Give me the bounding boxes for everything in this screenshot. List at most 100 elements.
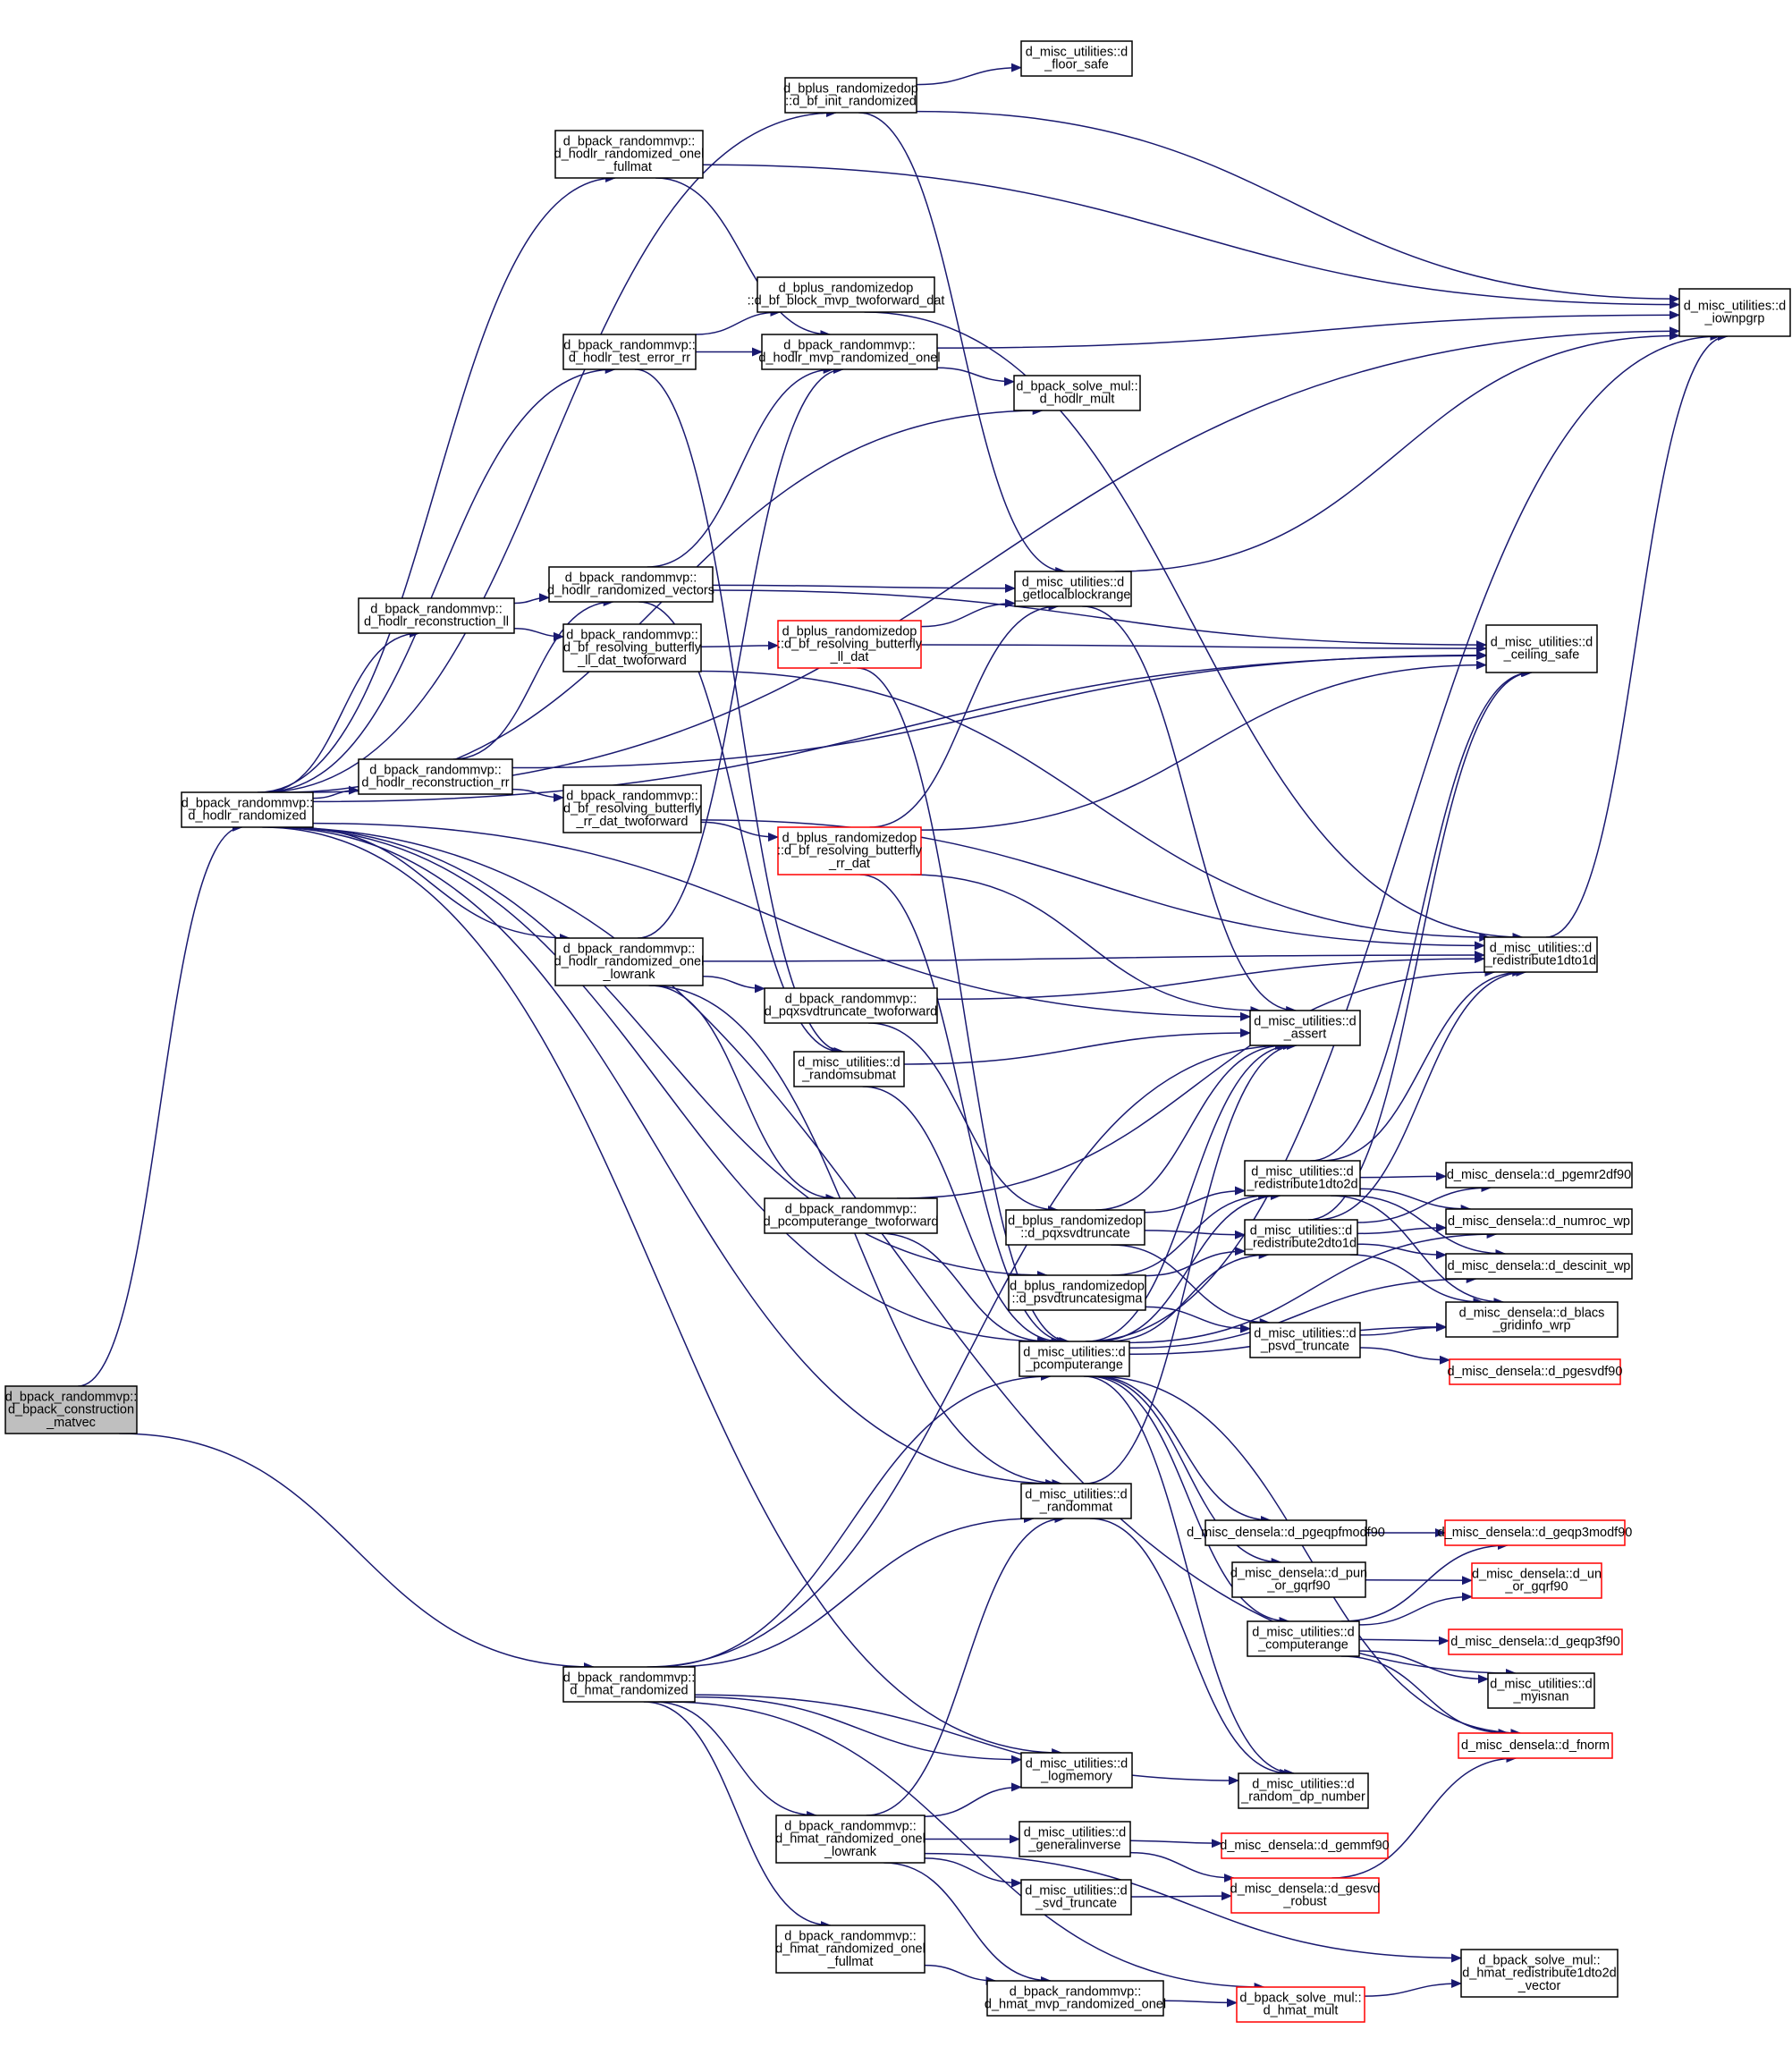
node-redistribute1dto2d[interactable]: d_misc_utilities::d_redistribute1dto2d xyxy=(1244,1160,1361,1197)
node-hodlr_onel_fullmat[interactable]: d_bpack_randommvp::d_hodlr_randomized_on… xyxy=(554,130,705,179)
node-label-line: _myisnan xyxy=(1512,1690,1568,1704)
node-pcomputerange_two[interactable]: d_bpack_randommvp::d_pcomputerange_twofo… xyxy=(764,1197,939,1234)
node-hodlr_mvp_onel[interactable]: d_bpack_randommvp::d_hodlr_mvp_randomize… xyxy=(758,334,941,370)
edge-randomsubmat-to-assert xyxy=(903,1028,1251,1065)
node-pgesvdf90[interactable]: d_misc_densela::d_pgesvdf90 xyxy=(1448,1358,1623,1385)
node-geqp3f90[interactable]: d_misc_densela::d_geqp3f90 xyxy=(1448,1628,1623,1655)
node-label-line: d_bplus_randomizedop xyxy=(783,82,918,97)
node-box xyxy=(358,758,513,795)
node-label-line: _redistribute1dto2d xyxy=(1246,1178,1357,1192)
node-label-line: d_hodlr_randomized_vectors xyxy=(547,584,714,598)
node-hodlr_reconstruction_rr[interactable]: d_bpack_randommvp::d_hodlr_reconstructio… xyxy=(358,758,513,795)
node-assert[interactable]: d_misc_utilities::d_assert xyxy=(1249,1010,1361,1046)
node-hmat_onel_lowrank[interactable]: d_bpack_randommvp::d_hmat_randomized_one… xyxy=(775,1814,926,1864)
node-myisnan[interactable]: d_misc_utilities::d_myisnan xyxy=(1487,1672,1595,1709)
node-hodlr_randomized[interactable]: d_bpack_randommvp::d_hodlr_randomized xyxy=(181,791,314,828)
node-hmat_mvp_onel[interactable]: d_bpack_randommvp::d_hmat_mvp_randomized… xyxy=(985,1980,1166,2017)
node-generalinverse[interactable]: d_misc_utilities::d_generalinverse xyxy=(1019,1821,1131,1857)
node-geqp3modf90[interactable]: d_misc_densela::d_geqp3modf90 xyxy=(1438,1519,1633,1546)
node-label-line: _ll_dat_twoforward xyxy=(577,654,687,668)
node-label-line: _rr_dat xyxy=(828,857,870,871)
node-pcomputerange[interactable]: d_misc_utilities::d_pcomputerange xyxy=(1019,1341,1130,1377)
edge-hodlr_onel_lowrank-to-pcomputerange_two xyxy=(649,985,837,1203)
edge-hodlr_randomized-to-iownpgrp xyxy=(299,326,1680,793)
node-iownpgrp[interactable]: d_misc_utilities::d_iownpgrp xyxy=(1678,288,1791,337)
node-label-line: d_misc_utilities::d xyxy=(1251,1165,1353,1180)
edge-redistribute1dto2d-to-redistribute1dto1d xyxy=(1321,968,1524,1162)
node-label-line: _computerange xyxy=(1257,1638,1348,1653)
node-label-line: d_misc_utilities::d xyxy=(798,1056,900,1070)
node-label-line: d_misc_densela::d_pgesvdf90 xyxy=(1448,1365,1623,1379)
node-floor_safe[interactable]: d_misc_utilities::d_floor_safe xyxy=(1020,40,1133,77)
edge-pqxsvdtruncate-to-psvd_truncate xyxy=(1111,1244,1271,1327)
node-bf_resolving_rr_two[interactable]: d_bpack_randommvp::d_bf_resolving_butter… xyxy=(562,784,702,833)
node-computerange[interactable]: d_misc_utilities::d_computerange xyxy=(1247,1620,1360,1657)
node-randommat[interactable]: d_misc_utilities::d_randommat xyxy=(1020,1483,1132,1519)
node-hmat_randomized[interactable]: d_bpack_randommvp::d_hmat_randomized xyxy=(562,1666,696,1703)
edge-psvd_truncate-to-pgesvdf90 xyxy=(1359,1347,1450,1365)
node-box xyxy=(562,334,697,370)
node-label-line: _robust xyxy=(1282,1895,1326,1909)
node-redistribute1dto1d[interactable]: d_misc_utilities::d_redistribute1dto1d xyxy=(1483,936,1598,973)
node-hmat_onel_fullmat[interactable]: d_bpack_randommvp::d_hmat_randomized_one… xyxy=(775,1924,926,1974)
node-bf_resolving_ll_two[interactable]: d_bpack_randommvp::d_bf_resolving_butter… xyxy=(562,623,702,672)
edge-redistribute2dto1d-to-descinit_wp xyxy=(1357,1243,1447,1260)
node-label-line: d_misc_utilities::d xyxy=(1491,636,1593,650)
node-pgeqpfmodf90[interactable]: d_misc_densela::d_pgeqpfmodf90 xyxy=(1187,1519,1385,1546)
node-pqxsvd_twoforward[interactable]: d_bpack_randommvp::d_pqxsvdtruncate_twof… xyxy=(764,987,938,1024)
node-hodlr_mult[interactable]: d_bpack_solve_mul::d_hodlr_mult xyxy=(1013,375,1141,411)
node-un_or_gqrf90[interactable]: d_misc_densela::d_un_or_gqrf90 xyxy=(1471,1562,1602,1599)
node-box xyxy=(562,1666,696,1703)
node-hodlr_randomized_vectors[interactable]: d_bpack_randommvp::d_hodlr_randomized_ve… xyxy=(547,566,714,603)
node-random_dp_number[interactable]: d_misc_utilities::d_random_dp_number xyxy=(1238,1772,1369,1809)
edge-hodlr_mvp_onel-to-hodlr_mult xyxy=(936,367,1015,386)
node-label-line: d_misc_utilities::d xyxy=(1490,1678,1592,1692)
node-descinit_wp[interactable]: d_misc_densela::d_descinit_wp xyxy=(1445,1253,1633,1280)
node-bplus_resolving_rr[interactable]: d_bplus_randomizedop::d_bf_resolving_but… xyxy=(777,826,923,876)
node-pqxsvdtruncate[interactable]: d_bplus_randomizedop::d_pqxsvdtruncate xyxy=(1005,1209,1145,1246)
node-bplus_resolving_ll[interactable]: d_bplus_randomizedop::d_bf_resolving_but… xyxy=(777,620,923,669)
edge-pcomputerange-to-pgeqpfmodf90 xyxy=(1095,1375,1272,1525)
node-label-line: d_misc_densela::d_pgeqpfmodf90 xyxy=(1187,1526,1385,1540)
node-box xyxy=(1020,1752,1133,1789)
node-box xyxy=(1448,1628,1623,1655)
node-box xyxy=(562,623,702,672)
node-logmemory[interactable]: d_misc_utilities::d_logmemory xyxy=(1020,1752,1133,1789)
node-bf_init_randomized[interactable]: d_bplus_randomizedop::d_bf_init_randomiz… xyxy=(783,77,918,114)
node-hmat_redistribute[interactable]: d_bpack_solve_mul::d_hmat_redistribute1d… xyxy=(1460,1949,1619,1998)
edge-computerange-to-myisnan xyxy=(1358,1650,1489,1684)
edge-bf_resolving_rr_two-to-bplus_resolving_rr xyxy=(700,821,779,842)
node-psvd_truncate[interactable]: d_misc_utilities::d_psvd_truncate xyxy=(1249,1322,1361,1358)
node-box xyxy=(1244,1219,1358,1256)
edge-computerange-to-fnorm xyxy=(1340,1655,1509,1738)
node-hodlr_onel_lowrank[interactable]: d_bpack_randommvp::d_hodlr_randomized_on… xyxy=(554,937,705,986)
node-getlocalblockrange[interactable]: d_misc_utilities::d_getlocalblockrange xyxy=(1014,571,1132,607)
node-blacs_gridinfo[interactable]: d_misc_densela::d_blacs_gridinfo_wrp xyxy=(1445,1301,1619,1338)
node-label-line: d_bpack_randommvp:: xyxy=(785,1203,917,1217)
node-pun_or_gqrf90[interactable]: d_misc_densela::d_pun_or_gqrf90 xyxy=(1230,1561,1367,1598)
node-svd_truncate[interactable]: d_misc_utilities::d_svd_truncate xyxy=(1020,1879,1132,1916)
node-randomsubmat[interactable]: d_misc_utilities::d_randomsubmat xyxy=(793,1051,905,1087)
node-hodlr_test_error_rr[interactable]: d_bpack_randommvp::d_hodlr_test_error_rr xyxy=(562,334,697,370)
node-hodlr_reconstruction_ll[interactable]: d_bpack_randommvp::d_hodlr_reconstructio… xyxy=(358,597,515,634)
node-label-line: ::d_bf_resolving_butterfly xyxy=(777,844,923,859)
node-redistribute2dto1d[interactable]: d_misc_utilities::d_redistribute2dto1d xyxy=(1244,1219,1358,1256)
node-numroc_wp[interactable]: d_misc_densela::d_numroc_wp xyxy=(1445,1208,1633,1235)
node-box xyxy=(1487,1672,1595,1709)
node-pgemr2df90[interactable]: d_misc_densela::d_pgemr2df90 xyxy=(1445,1162,1633,1188)
node-box xyxy=(1249,1010,1361,1046)
node-psvdtruncatesigma[interactable]: d_bplus_randomizedop::d_psvdtruncatesigm… xyxy=(1008,1274,1146,1311)
node-fnorm[interactable]: d_misc_densela::d_fnorm xyxy=(1458,1732,1613,1759)
node-ceiling_safe[interactable]: d_misc_utilities::d_ceiling_safe xyxy=(1485,624,1598,673)
node-gemmf90[interactable]: d_misc_densela::d_gemmf90 xyxy=(1220,1832,1390,1859)
node-gesvd_robust[interactable]: d_misc_densela::d_gesvd_robust xyxy=(1230,1877,1381,1914)
edge-bplus_resolving_rr-to-assert xyxy=(910,874,1262,1015)
node-box xyxy=(1020,40,1133,77)
node-bf_block_mvp[interactable]: d_bplus_randomizedop::d_bf_block_mvp_two… xyxy=(748,276,945,313)
edge-bf_block_mvp-to-redistribute1dto1d xyxy=(864,311,1524,942)
node-box xyxy=(1445,1208,1633,1235)
edge-pcomputerange-to-assert xyxy=(1086,1041,1294,1342)
node-hmat_mult[interactable]: d_bpack_solve_mul::d_hmat_mult xyxy=(1236,1986,1365,2023)
edge-psvdtruncatesigma-to-redistribute2dto1d xyxy=(1145,1247,1246,1277)
edge-hodlr_randomized-to-hodlr_onel_fullmat xyxy=(257,173,617,793)
